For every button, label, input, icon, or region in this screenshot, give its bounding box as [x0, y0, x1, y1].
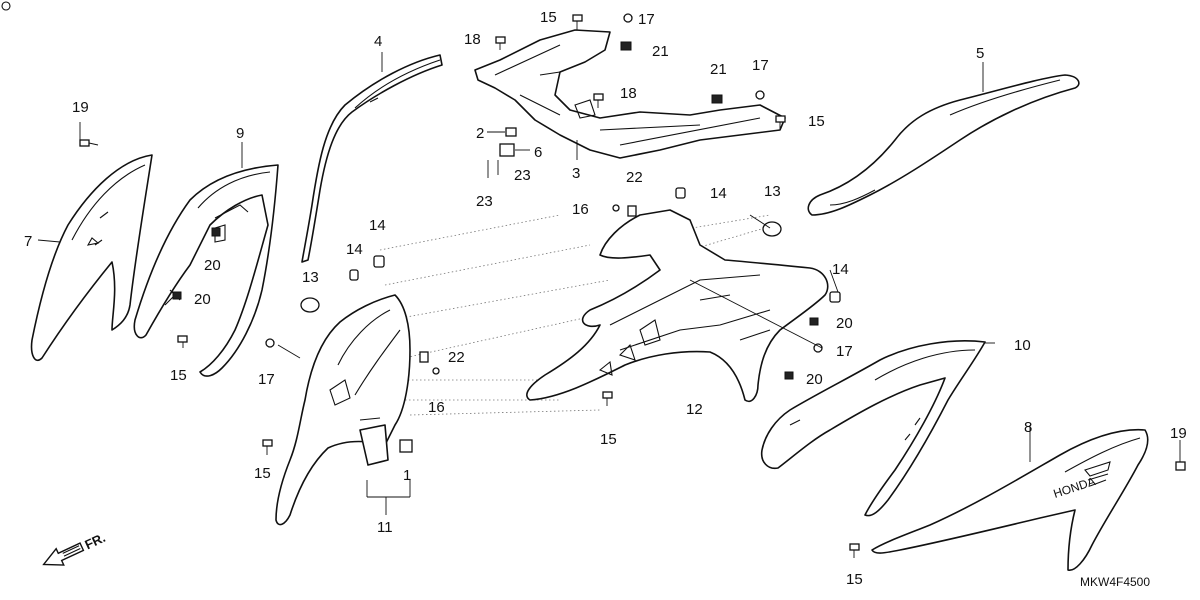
callout-15: 15	[540, 9, 557, 26]
part-4-front-trim[interactable]	[301, 54, 443, 263]
nut-icon	[505, 127, 517, 137]
clip-icon	[419, 351, 429, 363]
callout-15: 15	[846, 571, 863, 588]
callout-16: 16	[428, 399, 445, 416]
part-8-right-side-cover[interactable]	[871, 428, 1149, 571]
part-3-upper-bracket[interactable]	[474, 29, 786, 159]
callout-6: 6	[534, 144, 542, 161]
collar-icon	[675, 187, 686, 199]
callout-9: 9	[236, 125, 244, 142]
callout-15: 15	[170, 367, 187, 384]
callout-20: 20	[204, 257, 221, 274]
callout-12: 12	[686, 401, 703, 418]
callout-14: 14	[832, 261, 849, 278]
callout-labels: 15 17 18 21 4 5 21 17 18 15 19 9 2 6 3 2…	[24, 9, 1187, 588]
callout-14: 14	[710, 185, 727, 202]
callout-14: 14	[346, 241, 363, 258]
callout-22: 22	[626, 169, 643, 186]
pad-icon	[399, 439, 413, 453]
callout-1: 1	[403, 467, 411, 484]
callout-7: 7	[24, 233, 32, 250]
part-11-front-shroud[interactable]	[275, 294, 411, 526]
screw-icon	[623, 13, 633, 23]
callout-10: 10	[1014, 337, 1031, 354]
callout-19: 19	[1170, 425, 1187, 442]
part-7-left-side-cover[interactable]	[30, 154, 153, 362]
callout-15: 15	[808, 113, 825, 130]
clip-nut-icon	[620, 41, 632, 51]
callout-13: 13	[302, 269, 319, 286]
collar-icon	[349, 269, 359, 281]
screw-icon	[432, 367, 440, 375]
bolt-icon	[849, 543, 860, 551]
grommet-icon	[300, 297, 320, 313]
callout-17: 17	[752, 57, 769, 74]
part-9-left-inner-cover[interactable]	[133, 164, 279, 377]
callout-13: 13	[764, 183, 781, 200]
bolt-icon	[177, 335, 188, 343]
screw-icon	[755, 90, 765, 100]
part-5-right-upper-cover[interactable]	[807, 74, 1080, 216]
clip-icon	[211, 227, 221, 237]
hardware	[79, 13, 1186, 558]
callout-15: 15	[254, 465, 271, 482]
callout-15: 15	[600, 431, 617, 448]
clip-icon	[627, 205, 637, 217]
bolt-icon	[572, 14, 583, 22]
part-12-center-cowl[interactable]	[526, 209, 829, 403]
callout-23: 23	[514, 167, 531, 184]
callout-20: 20	[806, 371, 823, 388]
bolt-icon	[262, 439, 273, 447]
callout-14: 14	[369, 217, 386, 234]
callout-4: 4	[374, 33, 382, 50]
front-arrow-icon	[42, 542, 85, 566]
callout-23: 23	[476, 193, 493, 210]
corner-mark-icon	[1, 1, 11, 11]
leader-lines	[37, 52, 1181, 515]
clip-nut-icon	[711, 94, 723, 104]
screw-icon	[813, 343, 823, 353]
callout-17: 17	[638, 11, 655, 28]
callout-21: 21	[652, 43, 669, 60]
callout-8: 8	[1024, 419, 1032, 436]
diagram-code: MKW4F4500	[1080, 575, 1150, 589]
clip-icon	[172, 291, 182, 300]
callout-22: 22	[448, 349, 465, 366]
holder-icon	[499, 143, 515, 157]
grommet-icon	[762, 221, 782, 237]
callout-16: 16	[572, 201, 589, 218]
callout-18: 18	[464, 31, 481, 48]
bolt-icon	[1175, 461, 1186, 471]
clip-icon	[809, 317, 819, 326]
bolt-icon	[775, 115, 786, 123]
callout-17: 17	[836, 343, 853, 360]
callout-3: 3	[572, 165, 580, 182]
callout-20: 20	[836, 315, 853, 332]
bolt-icon	[593, 93, 604, 101]
callout-11: 11	[377, 519, 393, 536]
part-10-right-inner-cover[interactable]	[760, 340, 986, 517]
front-direction-indicator: FR.	[42, 530, 108, 566]
callout-5: 5	[976, 45, 984, 62]
front-direction-label: FR.	[82, 530, 107, 552]
screw-icon	[612, 204, 620, 212]
bolt-icon	[495, 36, 506, 44]
bolt-icon	[79, 139, 90, 147]
callout-2: 2	[476, 125, 484, 142]
collar-icon	[373, 255, 385, 268]
clip-icon	[784, 371, 794, 380]
callout-17: 17	[258, 371, 275, 388]
callout-21: 21	[710, 61, 727, 78]
callout-19: 19	[72, 99, 89, 116]
screw-icon	[265, 338, 275, 348]
callout-18: 18	[620, 85, 637, 102]
bolt-icon	[602, 391, 613, 399]
callout-20: 20	[194, 291, 211, 308]
collar-icon	[829, 291, 841, 303]
